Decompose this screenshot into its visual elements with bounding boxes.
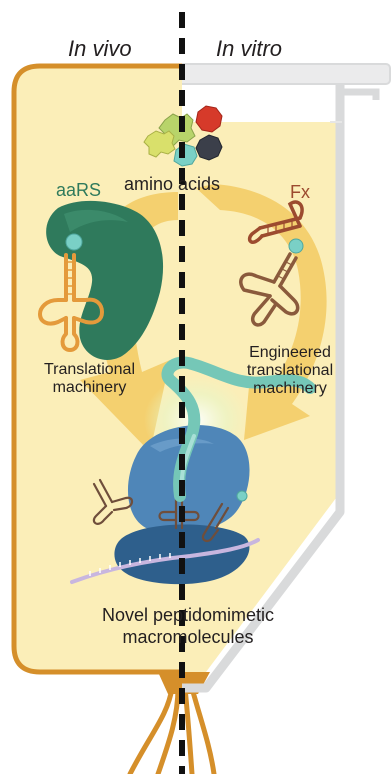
fx-bound-amino-acid (289, 239, 303, 253)
free-amino-acid (237, 491, 247, 501)
aars-bound-amino-acid (66, 234, 82, 250)
translational-line-1: Translational (44, 361, 135, 379)
flagella (130, 688, 214, 774)
translational-line-2: machinery (44, 379, 135, 397)
engineered-line-2: translational (236, 362, 344, 380)
product-line-2: macromolecules (70, 626, 306, 648)
fx-label: Fx (290, 182, 310, 203)
product-label: Novel peptidomimetic macromolecules (70, 604, 306, 648)
engineered-line-1: Engineered (236, 344, 344, 362)
amino-acids-label: amino acids (124, 174, 220, 195)
product-line-1: Novel peptidomimetic (70, 604, 306, 626)
engineered-line-3: machinery (236, 380, 344, 398)
in-vivo-heading: In vivo (68, 36, 132, 62)
aars-label: aaRS (56, 180, 101, 201)
engineered-machinery-label: Engineered translational machinery (236, 344, 344, 398)
translational-machinery-label: Translational machinery (44, 361, 135, 397)
in-vitro-heading: In vitro (216, 36, 282, 62)
